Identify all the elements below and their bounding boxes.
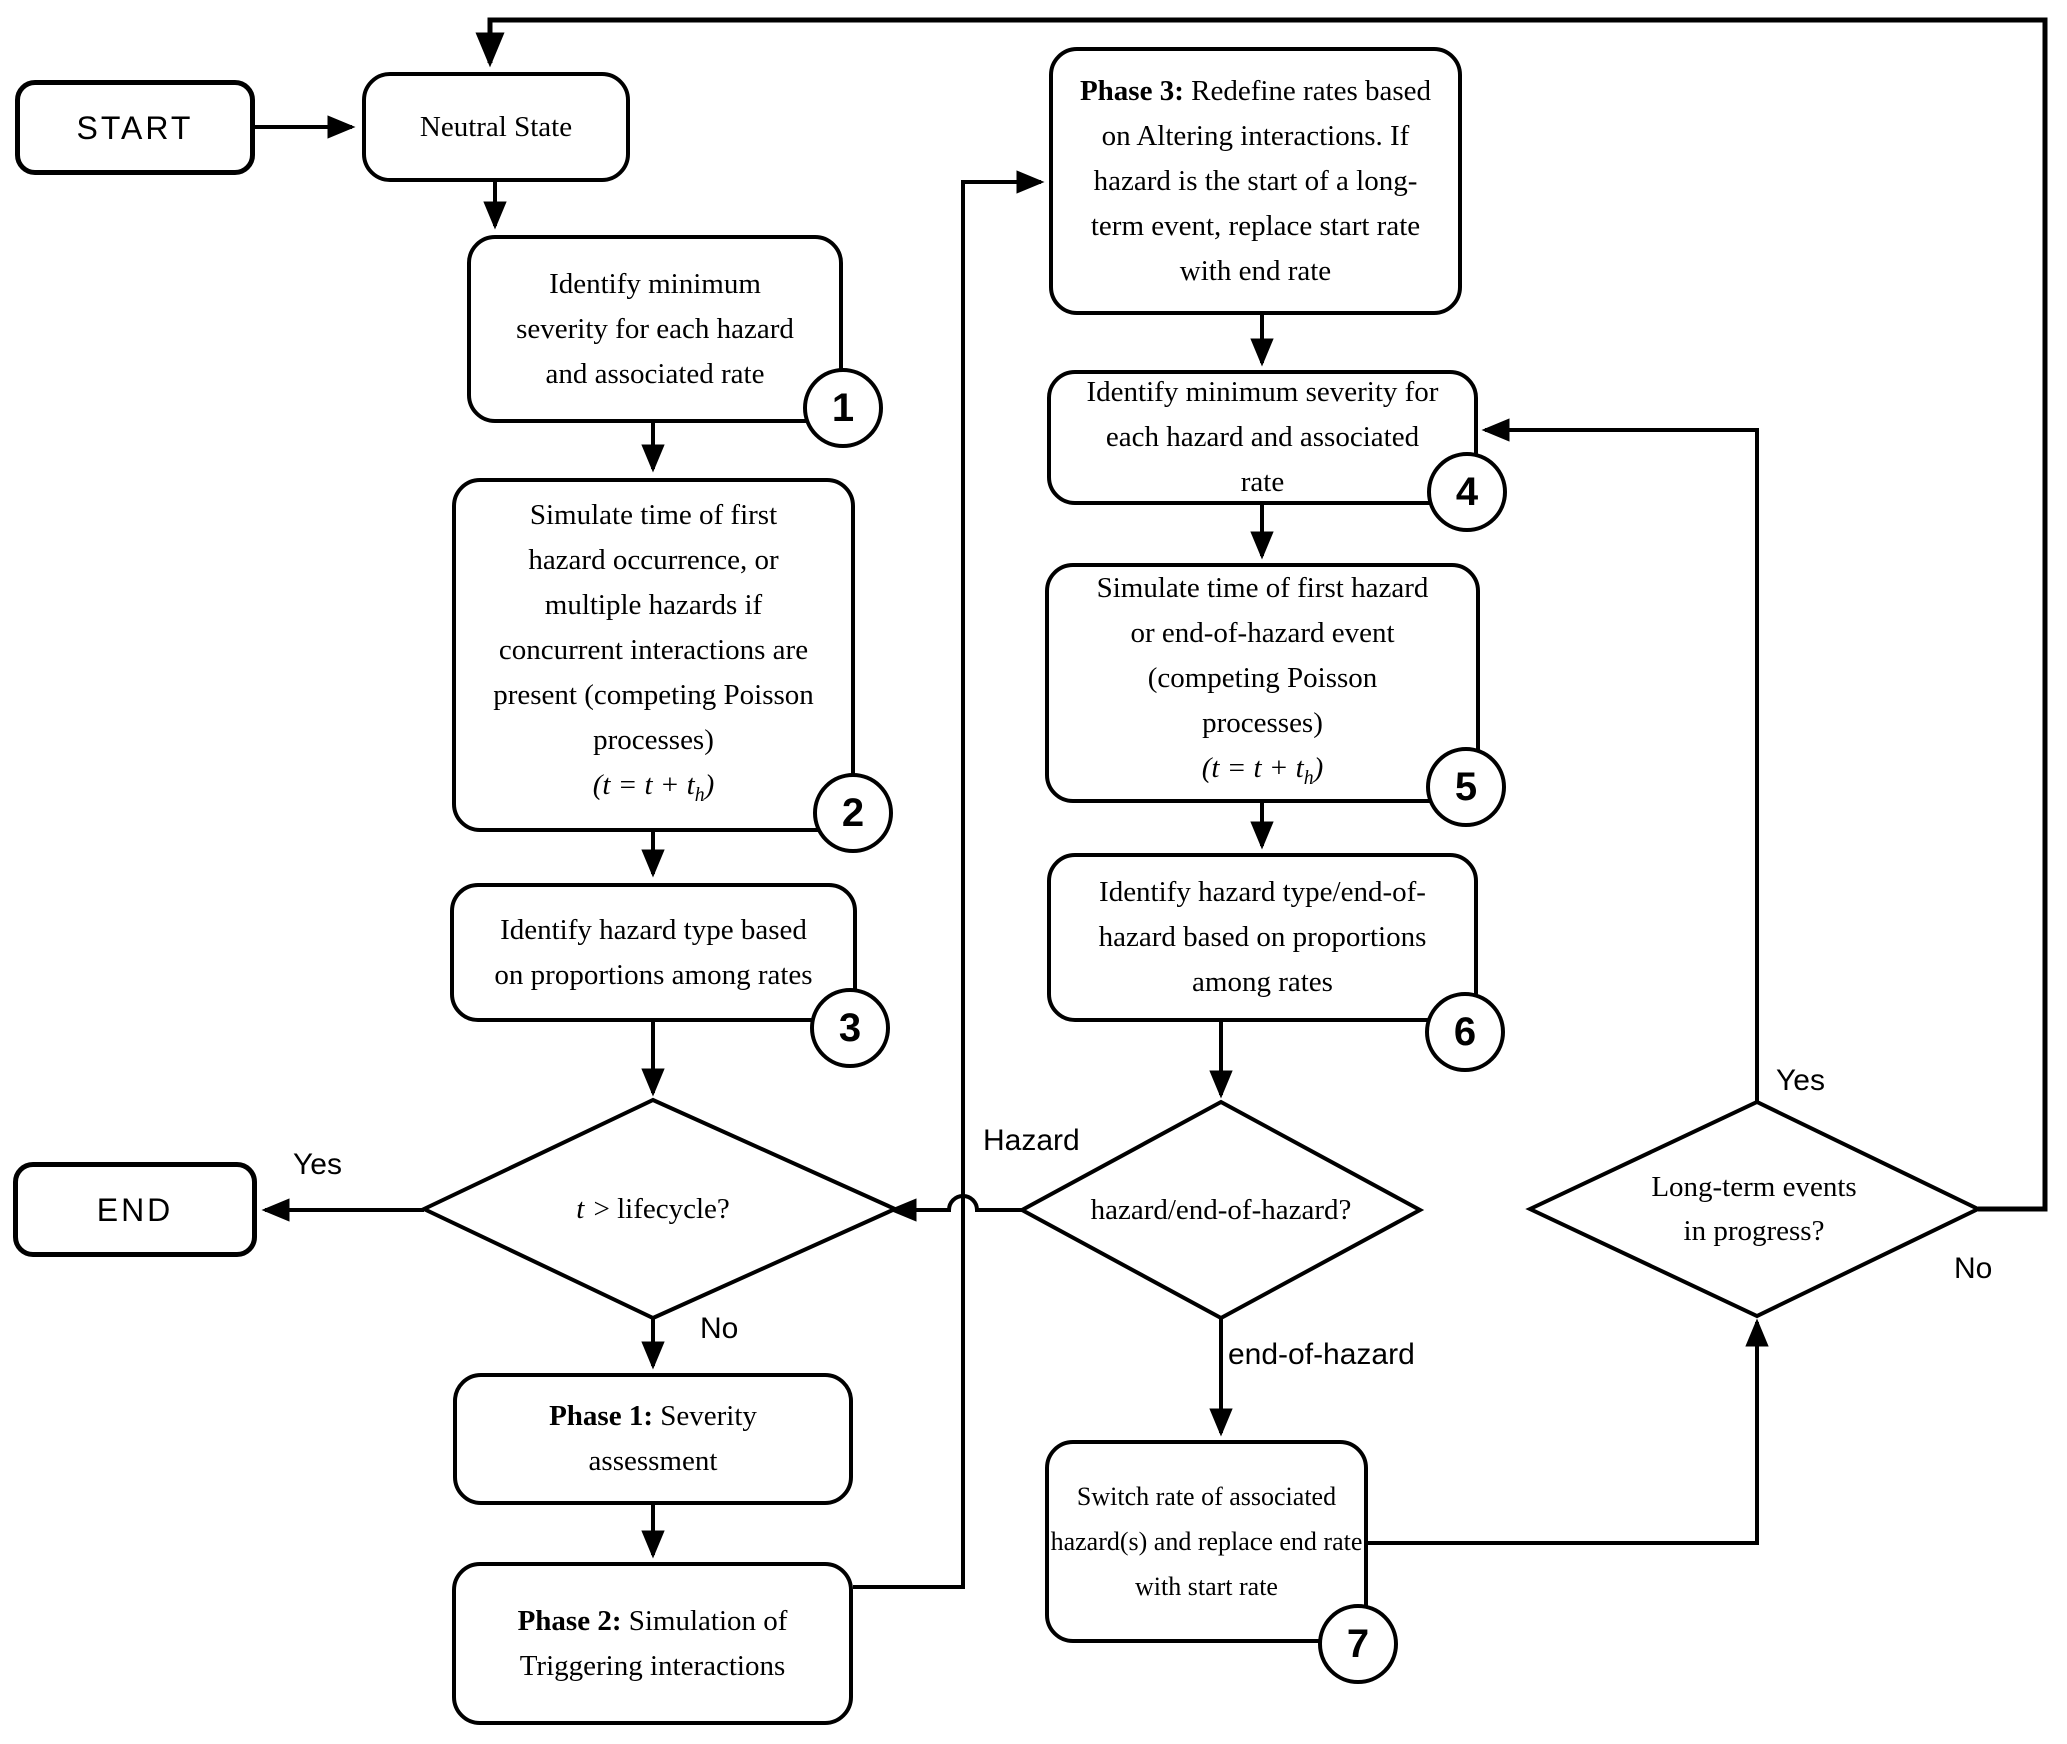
step-badge-1: 1 [803,368,883,448]
end-of-hazard-branch-label: end-of-hazard [1228,1338,1415,1371]
step5-text: Simulate time of first hazard or end-of-… [1096,571,1429,739]
step1-node: Identify minimum severity for each hazar… [467,235,843,423]
phase1-text: Phase 1: Severity assessment [549,1400,757,1477]
step2-text: Simulate time of first hazard occurrence… [493,498,814,756]
start-node: START [15,80,255,175]
step1-text: Identify minimum severity for each hazar… [516,267,794,390]
phase3-node: Phase 3: Redefine rates based on Alterin… [1049,47,1462,315]
step6-node: Identify hazard type/end-of- hazard base… [1047,853,1478,1022]
end-label: END [96,1191,174,1228]
edge-longterm-yes-to-step4 [1481,418,1759,1102]
neutral-state-label: Neutral State [419,110,573,143]
step-badge-6: 6 [1425,992,1505,1072]
step-badge-3: 3 [810,988,890,1068]
edge-phase2-to-phase3 [853,170,1045,1589]
end-node: END [13,1162,257,1257]
step5-formula: (t = t + th) [1201,751,1324,789]
step-badge-7: 7 [1318,1604,1398,1684]
step7-node: Switch rate of associated hazard(s) and … [1045,1440,1368,1643]
step3-text: Identify hazard type based on proportion… [494,913,813,991]
lifecycle-no-label: No [700,1312,739,1345]
step-badge-4: 4 [1427,452,1507,532]
longterm-yes-label: Yes [1776,1064,1825,1097]
longterm-no-label: No [1954,1252,1993,1285]
decision-lifecycle-label: t > lifecycle? [576,1193,730,1225]
phase2-text: Phase 2: Simulation of Triggering intera… [517,1604,788,1682]
step5-node: Simulate time of first hazard or end-of-… [1045,563,1480,803]
edge-longterm-no-to-neutral [475,17,2048,1212]
diamond-longterm [1525,1099,1983,1319]
step-badge-2: 2 [813,773,893,853]
decision-longterm-label: Long-term events in progress? [1651,1171,1857,1247]
decision-hazard-label: hazard/end-of-hazard? [1090,1194,1352,1226]
phase3-text: Phase 3: Redefine rates based on Alterin… [1079,74,1432,287]
edge-hazard-branch-to-lifecycle [888,1194,1022,1222]
step6-text: Identify hazard type/end-of- hazard base… [1098,876,1427,998]
step3-node: Identify hazard type based on proportion… [450,883,857,1022]
step4-text: Identify minimum severity for each hazar… [1086,376,1439,498]
step2-node: Simulate time of first hazard occurrence… [452,478,855,832]
diamond-lifecycle [419,1097,900,1321]
step-badge-5: 5 [1426,747,1506,827]
step4-node: Identify minimum severity for each hazar… [1047,370,1478,505]
step2-formula: (t = t + th) [592,768,715,806]
lifecycle-yes-label: Yes [293,1148,342,1181]
edge-step7-to-longterm [1368,1318,1769,1545]
step7-text: Switch rate of associated hazard(s) and … [1050,1482,1363,1601]
phase2-node: Phase 2: Simulation of Triggering intera… [452,1562,853,1725]
diamond-hazard [1017,1099,1425,1321]
neutral-state-node: Neutral State [362,72,630,182]
hazard-branch-label: Hazard [983,1124,1080,1157]
start-label: START [76,109,194,146]
phase1-node: Phase 1: Severity assessment [453,1373,853,1505]
